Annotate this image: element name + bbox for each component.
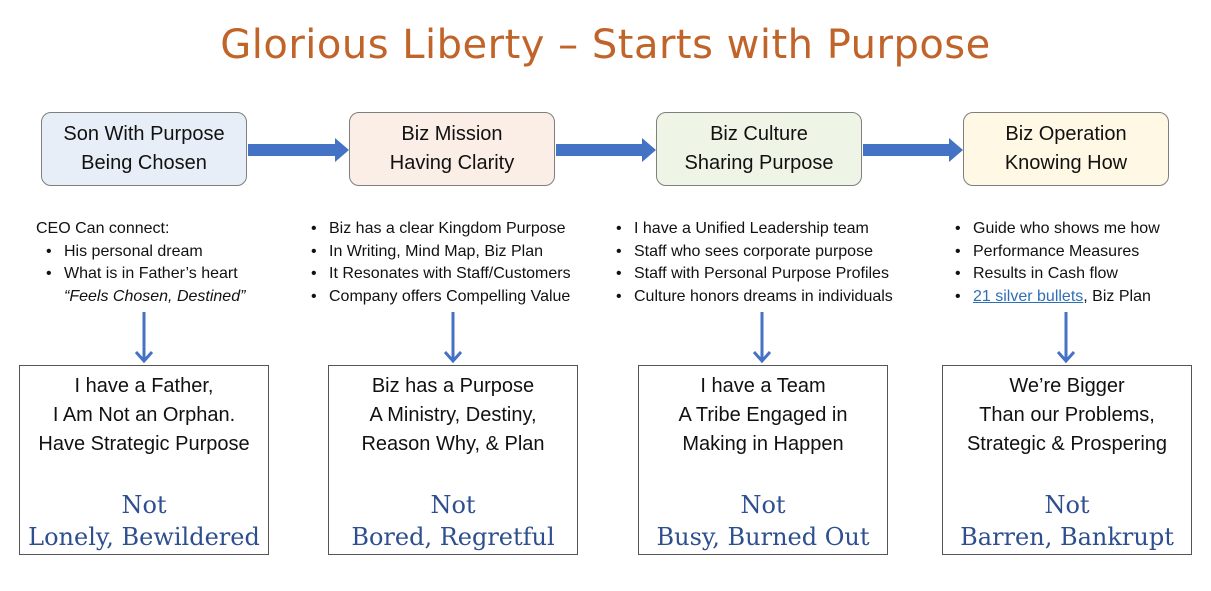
stage-biz-mission: Biz Mission Having Clarity [349,112,555,186]
not-label: Not [121,491,167,519]
right-arrow-icon [863,138,963,162]
list-item: Biz has a clear Kingdom Purpose [309,218,571,241]
bullet-list: Biz has a clear Kingdom Purpose In Writi… [309,218,571,308]
stage-title: Biz Culture [710,123,808,145]
negative-state: Lonely, Bewildered [28,523,260,551]
outcome-line: I have a Father, [74,375,214,397]
stage-biz-operation: Biz Operation Knowing How [963,112,1169,186]
outcome-line: Than our Problems, [979,404,1155,426]
stage-subtitle: Being Chosen [81,152,207,174]
bullet-list: His personal dream What is in Father’s h… [36,241,245,286]
right-arrow-icon [556,138,656,162]
outcome-operation: We’re Bigger Than our Problems, Strategi… [942,365,1192,555]
list-item: 21 silver bullets, Biz Plan [953,286,1160,309]
details-quote: “Feels Chosen, Destined” [64,287,246,305]
right-arrow-icon [248,138,349,162]
outcome-line: Biz has a Purpose [371,375,535,397]
link-suffix: , Biz Plan [1083,287,1151,305]
outcome-line: We’re Bigger [1009,375,1125,397]
stage-title: Biz Operation [1005,123,1127,145]
details-mission: Biz has a clear Kingdom Purpose In Writi… [309,218,571,308]
not-label: Not [1044,491,1090,519]
list-item: His personal dream [44,241,245,264]
down-arrow-icon [1056,312,1076,364]
list-item: Company offers Compelling Value [309,286,571,309]
stage-title: Biz Mission [401,123,503,145]
stage-title: Son With Purpose [63,123,225,145]
outcome-line: Making in Happen [682,433,844,455]
details-son: CEO Can connect: His personal dream What… [36,218,245,308]
details-culture: I have a Unified Leadership team Staff w… [614,218,893,308]
stage-subtitle: Sharing Purpose [684,152,834,174]
list-item: In Writing, Mind Map, Biz Plan [309,241,571,264]
silver-bullets-link[interactable]: 21 silver bullets [973,287,1084,305]
outcome-line: Strategic & Prospering [966,433,1168,455]
outcome-line: Have Strategic Purpose [38,433,250,455]
stage-biz-culture: Biz Culture Sharing Purpose [656,112,862,186]
outcome-line: I have a Team [700,375,826,397]
negative-state: Barren, Bankrupt [960,523,1174,551]
negative-state: Bored, Regretful [351,523,555,551]
not-label: Not [430,491,476,519]
list-item: I have a Unified Leadership team [614,218,893,241]
list-item: Staff with Personal Purpose Profiles [614,263,893,286]
down-arrow-icon [134,312,154,364]
bullet-list: Guide who shows me how Performance Measu… [953,218,1160,308]
bullet-list: I have a Unified Leadership team Staff w… [614,218,893,308]
list-item: Guide who shows me how [953,218,1160,241]
stage-subtitle: Having Clarity [389,152,515,174]
details-operation: Guide who shows me how Performance Measu… [953,218,1160,308]
negative-state: Busy, Burned Out [656,523,870,551]
details-lead: CEO Can connect: [36,220,170,237]
outcome-line: Reason Why, & Plan [361,433,545,455]
diagram-title: Glorious Liberty – Starts with Purpose [220,22,991,68]
stage-son-with-purpose: Son With Purpose Being Chosen [41,112,247,186]
outcome-mission: Biz has a Purpose A Ministry, Destiny, R… [328,365,578,555]
list-item: Performance Measures [953,241,1160,264]
outcome-line: I Am Not an Orphan. [52,404,236,426]
outcome-line: A Tribe Engaged in [678,404,848,426]
outcome-line: A Ministry, Destiny, [369,404,537,426]
list-item: Results in Cash flow [953,263,1160,286]
down-arrow-icon [752,312,772,364]
list-item: What is in Father’s heart [44,263,245,286]
not-label: Not [740,491,786,519]
down-arrow-icon [443,312,463,364]
stage-subtitle: Knowing How [1004,152,1128,174]
list-item: It Resonates with Staff/Customers [309,263,571,286]
list-item: Culture honors dreams in individuals [614,286,893,309]
outcome-son: I have a Father, I Am Not an Orphan. Hav… [19,365,269,555]
outcome-culture: I have a Team A Tribe Engaged in Making … [638,365,888,555]
list-item: Staff who sees corporate purpose [614,241,893,264]
